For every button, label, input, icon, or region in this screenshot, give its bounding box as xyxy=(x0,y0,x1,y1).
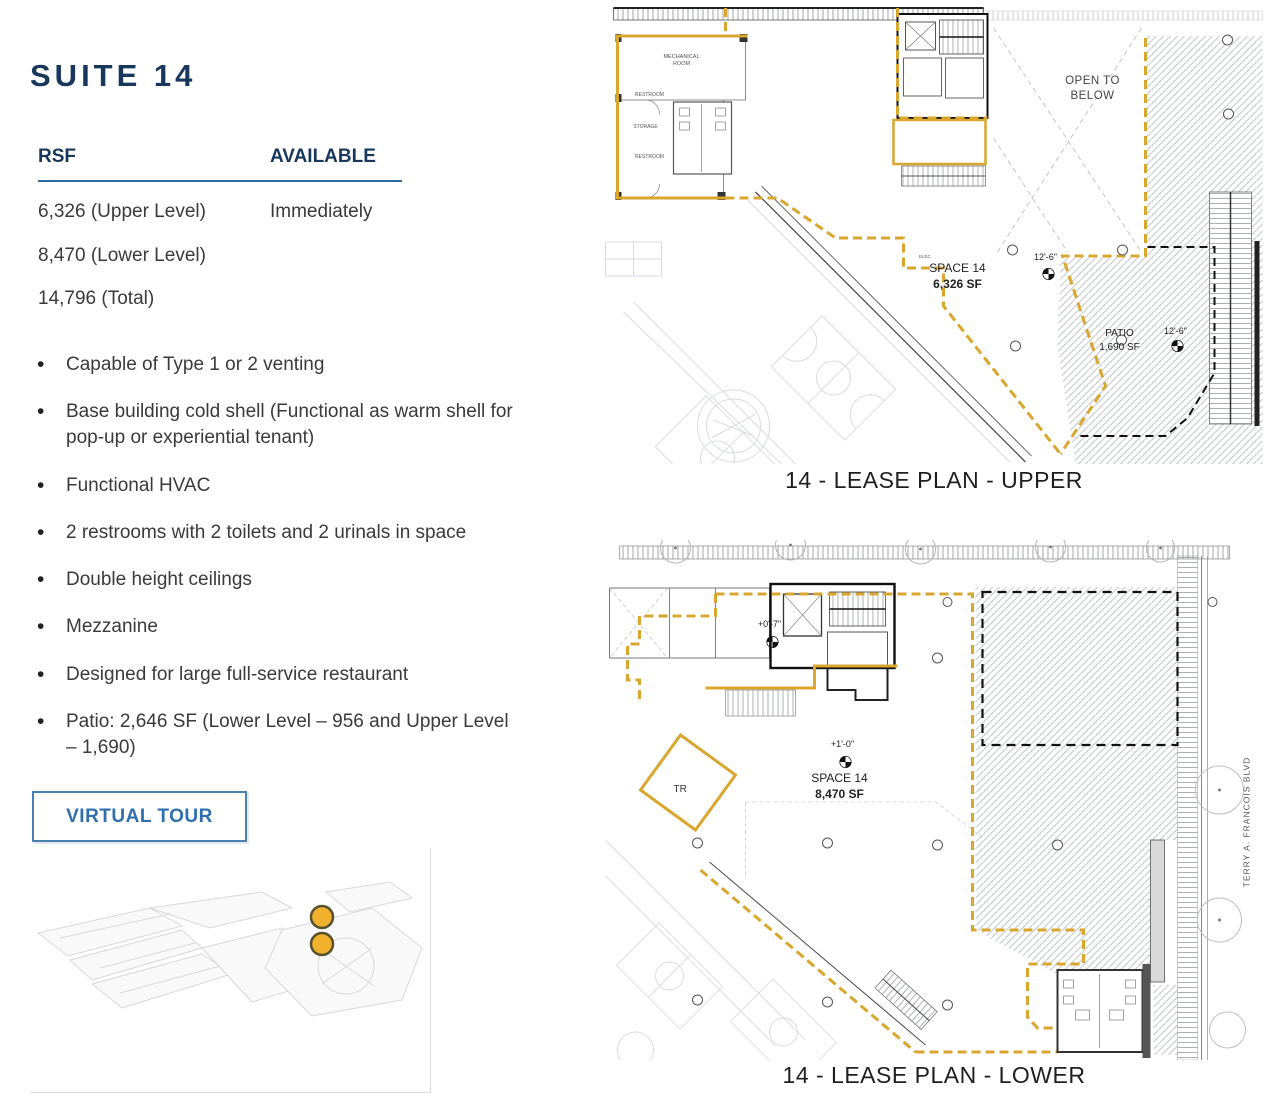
available-cell xyxy=(270,243,400,270)
available-cell: Immediately xyxy=(270,201,373,222)
corridor-stairs xyxy=(874,969,938,1031)
corridor-edge xyxy=(709,861,926,1046)
upper-plan-caption: 14 - LEASE PLAN - UPPER xyxy=(785,467,1083,493)
space-name-label: SPACE 14 xyxy=(811,771,868,785)
available-cell xyxy=(270,286,400,313)
bullet-icon: • xyxy=(37,400,45,424)
rsf-cell: 8,470 (Lower Level) xyxy=(38,244,206,266)
interior-guides xyxy=(745,801,986,880)
list-item: •Designed for large full-service restaur… xyxy=(30,662,522,688)
hatched-zone xyxy=(975,587,1178,1055)
patio-name-label: PATIO xyxy=(1105,328,1134,339)
lease-boundary xyxy=(724,8,1147,455)
dimension-label: 12'-6" xyxy=(1164,326,1187,336)
available-column-header: AVAILABLE xyxy=(270,146,376,167)
upper-plan-drawing: OPEN TO BELOW SPACE 14 6,326 SF 12'-6" P… xyxy=(605,6,1263,521)
bullet-icon: • xyxy=(37,662,45,686)
virtual-tour-button[interactable]: VIRTUAL TOUR xyxy=(32,791,247,842)
table-row: 6,326 (Upper Level) Immediately xyxy=(38,199,402,226)
street-name-label: TERRY A. FRANCOIS BLVD xyxy=(1242,757,1252,888)
site-plan-drawing xyxy=(30,848,430,1092)
left-rooms xyxy=(615,34,748,200)
rsf-cell: 6,326 (Upper Level) xyxy=(38,201,206,222)
patio-boundary xyxy=(1077,246,1216,437)
suite-location-markers xyxy=(309,904,335,957)
floor-plan-upper: OPEN TO BELOW SPACE 14 6,326 SF 12'-6" P… xyxy=(604,6,1264,521)
lower-plan-labels: +0'-7" +1'-0" SPACE 14 8,470 SF xyxy=(758,619,868,801)
restroom-label2: RESTROOM xyxy=(635,154,664,160)
open-to-below-label: OPEN TO xyxy=(1065,75,1120,87)
upper-plan-labels: OPEN TO BELOW SPACE 14 6,326 SF 12'-6" P… xyxy=(633,54,1187,353)
trash-room: TR xyxy=(638,732,738,833)
bullet-icon: • xyxy=(37,473,45,497)
page-title: SUITE 14 xyxy=(30,58,197,93)
table-header-row: RSF AVAILABLE xyxy=(38,146,402,182)
open-to-below-area xyxy=(993,27,1142,253)
patio-area-label: 1,690 SF xyxy=(1099,342,1140,353)
feature-list: •Capable of Type 1 or 2 venting •Base bu… xyxy=(30,352,522,782)
building-diagonal-edge xyxy=(747,185,1032,463)
bullet-icon: • xyxy=(37,709,45,733)
entry-core-rooms xyxy=(609,582,896,717)
dimension-label: 12'-6" xyxy=(1034,252,1057,262)
suite-marker-upper xyxy=(309,904,335,930)
list-item: •Functional HVAC xyxy=(30,473,522,499)
floor-plan-lower: TERRY A. FRANCOIS BLVD xyxy=(604,529,1264,1086)
lower-plan-caption: 14 - LEASE PLAN - LOWER xyxy=(782,1062,1086,1088)
mechanical-room-label: MECHANICAL xyxy=(663,54,699,60)
space-area-label: 6,326 SF xyxy=(933,277,982,291)
rsf-cell: 14,796 (Total) xyxy=(38,288,155,310)
availability-table: RSF AVAILABLE 6,326 (Upper Level) Immedi… xyxy=(38,146,402,313)
exclusion-boundary xyxy=(981,590,1179,747)
elevation-label-main: +1'-0" xyxy=(831,739,854,749)
stair-shaft-right xyxy=(1209,191,1260,426)
trash-room-label: TR xyxy=(674,784,687,795)
list-item: •Base building cold shell (Functional as… xyxy=(37,400,513,449)
sidewalk-band-top xyxy=(619,529,1230,565)
list-item: •Mezzanine xyxy=(30,614,522,640)
open-to-below-label2: BELOW xyxy=(1070,90,1114,102)
restroom-block xyxy=(1056,839,1165,1058)
table-row: 8,470 (Lower Level) xyxy=(38,243,402,270)
list-item: •Patio: 2,646 SF (Lower Level – 956 and … xyxy=(37,709,509,758)
lease-boundary xyxy=(626,592,1085,1054)
rsf-column-header: RSF xyxy=(38,146,76,167)
top-wall-band xyxy=(613,7,1263,21)
table-row: 14,796 (Total) xyxy=(38,286,402,313)
structural-columns xyxy=(692,597,1218,1011)
space-area-label: 8,470 SF xyxy=(815,787,864,801)
bullet-icon: • xyxy=(37,353,45,376)
list-item: •Double height ceilings xyxy=(30,567,522,593)
list-item: •Capable of Type 1 or 2 venting xyxy=(30,352,522,378)
context-courts xyxy=(605,839,838,1086)
restroom-label: RESTROOM xyxy=(635,92,664,98)
bullet-icon: • xyxy=(37,520,45,544)
structural-columns xyxy=(1007,34,1234,352)
core-stair-block xyxy=(892,13,989,187)
campus-buildings xyxy=(36,881,423,1017)
site-plan-thumbnail xyxy=(30,848,431,1093)
street-right: TERRY A. FRANCOIS BLVD xyxy=(1177,555,1252,1061)
mechanical-room-label2: ROOM xyxy=(673,61,691,67)
elevation-label-entry: +0'-7" xyxy=(758,619,781,629)
list-item: •2 restrooms with 2 toilets and 2 urinal… xyxy=(30,520,522,546)
bullet-icon: • xyxy=(37,568,45,592)
lower-plan-drawing: TERRY A. FRANCOIS BLVD xyxy=(605,529,1263,1086)
storage-label: STORAGE xyxy=(633,124,658,130)
elec-label: ELEC. xyxy=(919,254,932,259)
bullet-icon: • xyxy=(37,615,45,639)
space-name-label: SPACE 14 xyxy=(929,261,986,275)
suite-marker-lower xyxy=(309,931,335,957)
